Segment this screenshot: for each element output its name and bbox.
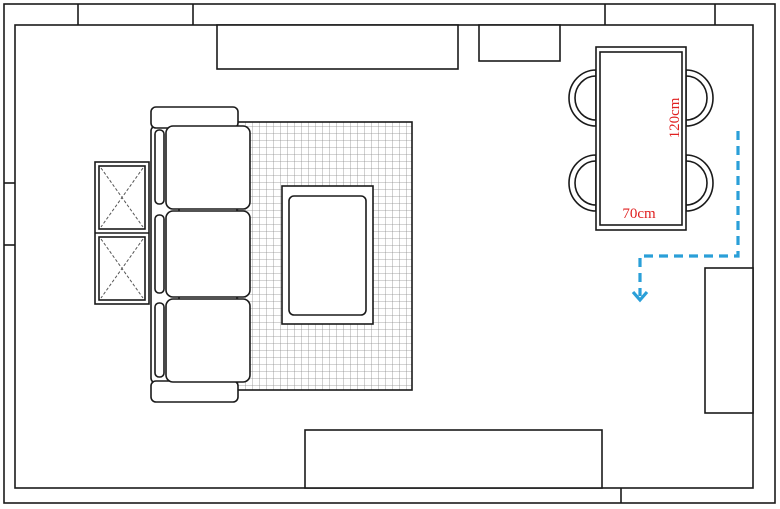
dining-chair (685, 154, 714, 212)
side-table-x-marks (100, 167, 144, 299)
coffee-table (281, 185, 374, 325)
dining-chair (685, 69, 714, 127)
tv-cabinet (216, 24, 459, 70)
walking-path (631, 131, 740, 303)
path-arrow-head (631, 290, 649, 303)
back-cushion (154, 129, 165, 205)
side-tables (94, 161, 150, 305)
sofa-arm-bottom (150, 380, 239, 403)
table-width-label: 70cm (622, 206, 656, 222)
back-cushion (154, 214, 165, 294)
dining-table (595, 46, 687, 231)
wall-cabinets (216, 24, 561, 70)
back-cushion (154, 302, 165, 378)
sofa-arm-top (150, 106, 239, 129)
sofa-cushion (165, 210, 251, 298)
dining-chair (568, 69, 597, 127)
side-cabinet (704, 267, 754, 414)
dining-chairs (568, 69, 714, 212)
sofa (150, 106, 251, 403)
sofa-cushion (165, 298, 251, 383)
sofa-cushion (165, 125, 251, 210)
table-length-label: 120cm (667, 97, 683, 138)
bottom-console (304, 429, 603, 489)
small-cabinet (478, 24, 561, 62)
dining-chair (568, 154, 597, 212)
